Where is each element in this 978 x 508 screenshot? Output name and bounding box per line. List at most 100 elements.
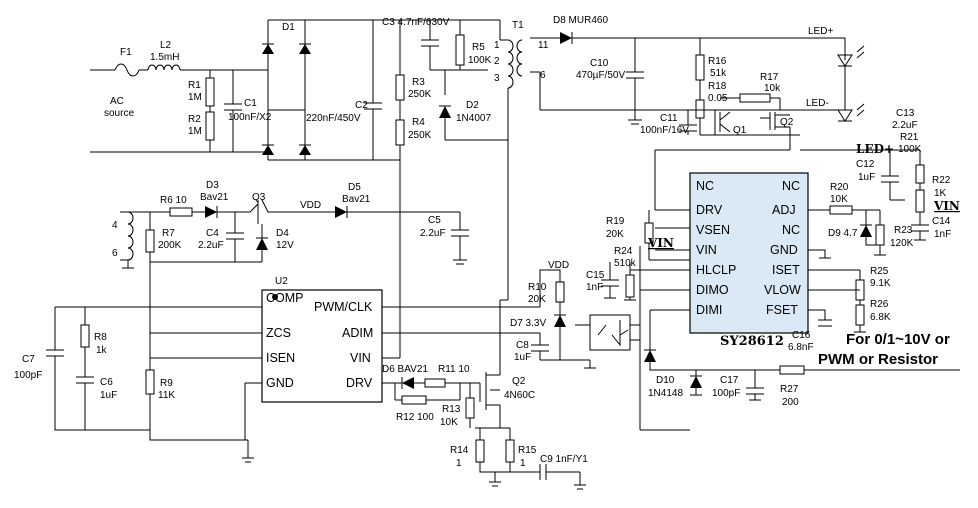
optocoupler	[589, 314, 631, 351]
label-r18: R18	[708, 81, 727, 92]
output-section	[530, 32, 865, 210]
label-c16: C16	[792, 330, 811, 341]
label-q2-out: Q2	[780, 117, 794, 128]
label-d4: D4	[276, 228, 289, 239]
label-r10: R10	[528, 282, 547, 293]
diode-d10	[644, 350, 656, 362]
diode-d3	[205, 206, 217, 218]
resistor-r17	[739, 93, 771, 103]
label-chip-hlclp: HLCLP	[696, 263, 736, 277]
label-chip-iset: ISET	[772, 263, 800, 277]
diode-d8	[560, 32, 572, 44]
label-r17-value: 10k	[764, 83, 781, 94]
label-r15-value: 1	[520, 458, 526, 469]
label-chip-adj: ADJ	[772, 203, 796, 217]
label-c16-value: 6.8nF	[788, 342, 814, 353]
diode-d10b	[690, 376, 702, 388]
label-t1-p6: 6	[540, 70, 546, 81]
led-string-top	[837, 54, 853, 67]
label-l2-value: 1.5mH	[150, 52, 179, 63]
label-c5-value: 2.2uF	[420, 228, 446, 239]
label-c17: C17	[720, 375, 739, 386]
label-r3-value: 250K	[408, 89, 432, 100]
label-d2: D2	[466, 100, 479, 111]
label-r25: R25	[870, 266, 889, 277]
resistor-r3	[395, 74, 405, 101]
label-r16: R16	[708, 56, 727, 67]
label-u2: U2	[275, 276, 288, 287]
label-d9: D9 4.7	[828, 228, 858, 239]
resistor-r26	[855, 304, 865, 326]
drive-stage	[394, 299, 586, 490]
label-c10: C10	[590, 58, 609, 69]
resistor-r12	[401, 395, 427, 405]
label-c2: C2	[355, 100, 368, 111]
label-r24: R24	[614, 246, 633, 257]
label-vin-right: VIN	[933, 199, 960, 213]
resistor-r5	[455, 34, 465, 66]
label-r20-value: 10K	[830, 194, 848, 205]
resistor-r27	[779, 365, 805, 375]
label-chip-gnd: GND	[770, 243, 798, 257]
label-aux-p6: 6	[112, 248, 118, 259]
label-r24-value: 510k	[614, 258, 637, 269]
label-d4-value: 12V	[276, 240, 294, 251]
label-c14: C14	[932, 216, 951, 227]
label-u2-drv: DRV	[346, 376, 373, 390]
label-chip-vin: VIN	[696, 243, 717, 257]
label-c11: C11	[660, 113, 678, 124]
label-c11-value: 100nF/16V	[640, 125, 689, 136]
label-r21-value: 100K	[898, 144, 922, 155]
label-chip-name: SY28612	[720, 334, 784, 349]
label-u2-zcs: ZCS	[266, 326, 291, 340]
label-q2-value: 4N60C	[504, 390, 535, 401]
label-r13-value: 10K	[440, 417, 458, 428]
label-r16-value: 51k	[710, 68, 727, 79]
u2-controller	[46, 212, 540, 463]
label-c8: C8	[516, 340, 529, 351]
label-r19: R19	[606, 216, 625, 227]
label-d3-value: Bav21	[200, 192, 229, 203]
label-r1: R1	[188, 80, 201, 91]
resistor-r24	[625, 274, 635, 298]
label-r23-value: 120K	[890, 238, 914, 249]
label-d5-value: Bav21	[342, 194, 371, 205]
resistor-r13	[465, 397, 475, 419]
label-r5: R5	[472, 42, 485, 53]
label-vin-net: VIN	[647, 236, 674, 250]
label-r14: R14	[450, 445, 469, 456]
resistor-r23	[875, 224, 885, 246]
label-chip-nc1: NC	[696, 179, 714, 193]
label-t1-p1: 1	[494, 40, 500, 51]
label-c13: C13	[896, 108, 915, 119]
label-chip-dimo: DIMO	[696, 283, 729, 297]
label-u2-isen: ISEN	[266, 351, 295, 365]
label-d3: D3	[206, 180, 219, 191]
label-c7: C7	[22, 354, 35, 365]
label-r2-value: 1M	[188, 126, 202, 137]
transistor-q3	[249, 199, 335, 224]
label-r17: R17	[760, 72, 779, 83]
label-chip-vlow: VLOW	[764, 283, 801, 297]
label-vdd: VDD	[300, 200, 321, 211]
resistor-r22	[915, 189, 925, 213]
label-u2-comp: COMP	[266, 291, 304, 305]
resistor-r8	[80, 324, 90, 348]
label-r4: R4	[412, 117, 425, 128]
zener-d7	[554, 315, 566, 327]
label-d8: D8 MUR460	[553, 15, 608, 26]
label-chip-fset: FSET	[766, 303, 798, 317]
label-d2-value: 1N4007	[456, 113, 491, 124]
label-r18-value: 0.05	[708, 93, 728, 104]
label-c1-value: 100nF/X2	[228, 112, 272, 123]
label-chip-nc2: NC	[782, 179, 800, 193]
label-r27: R27	[780, 384, 799, 395]
label-r26: R26	[870, 299, 889, 310]
label-led-plus: LED+	[808, 26, 833, 37]
label-l2: L2	[160, 40, 172, 51]
resistor-r14	[475, 439, 485, 463]
label-c10-value: 470µF/50V	[576, 70, 625, 81]
resistor-r4	[395, 119, 405, 146]
mosfet-q2	[479, 300, 501, 428]
